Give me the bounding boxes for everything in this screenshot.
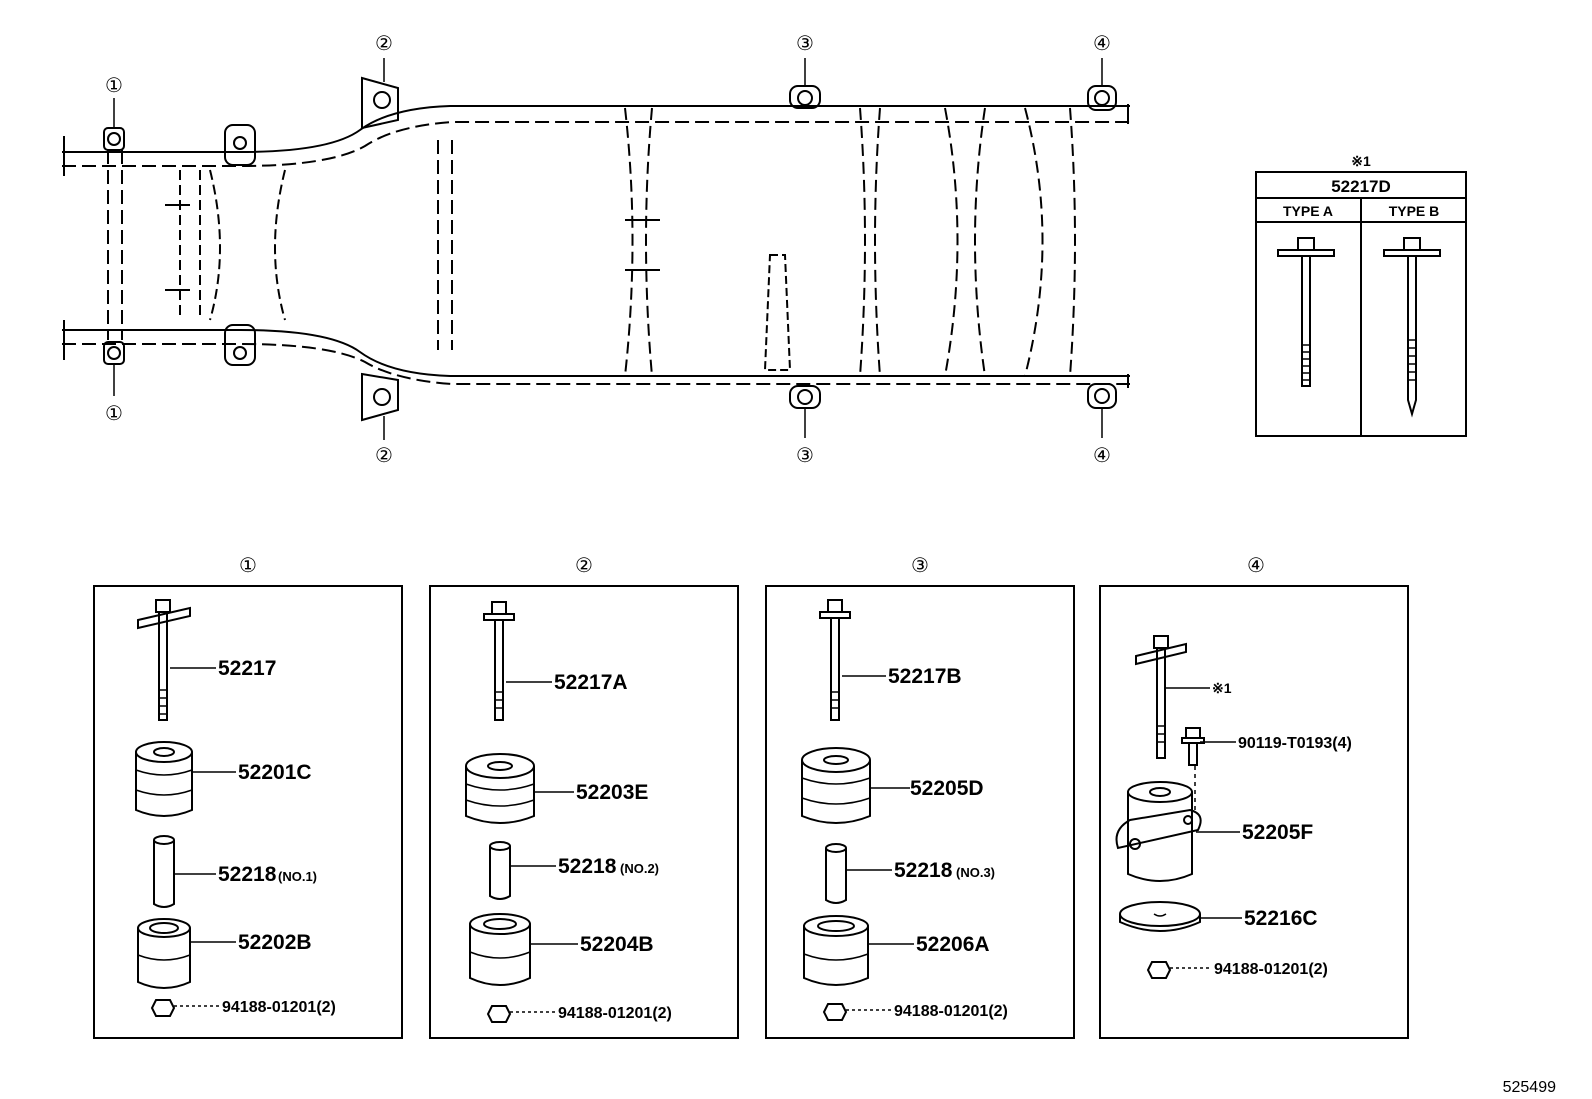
part-52216c: 52216C	[1244, 907, 1318, 930]
part-52218-no3: 52218	[894, 859, 953, 882]
chassis-frame	[62, 58, 1130, 440]
small-bolt-icon	[1181, 727, 1205, 766]
part-mark-1: ※1	[1212, 680, 1232, 696]
mount-bracket-3-upper	[789, 85, 821, 109]
callout-2-lower: ②	[375, 445, 393, 467]
callout-4-upper: ④	[1093, 33, 1111, 55]
inset-type-b-label: TYPE B	[1389, 203, 1440, 219]
body-mount-bolt-icon	[1135, 635, 1187, 759]
part-52205f: 52205F	[1242, 821, 1313, 844]
part-94188-g1: 94188-01201(2)	[222, 999, 336, 1016]
group-4-label: ④	[1247, 555, 1265, 577]
part-52206a: 52206A	[916, 933, 990, 956]
body-mount-bolt-icon	[483, 601, 515, 721]
group-2-label: ②	[575, 555, 593, 577]
mount-cushion-icon	[1115, 781, 1202, 882]
part-52218-no2-note: (NO.2)	[620, 861, 659, 876]
part-52218-no1: 52218	[218, 863, 277, 886]
inset-type-a-label: TYPE A	[1283, 203, 1333, 219]
mount-bracket-2-lower	[361, 372, 399, 422]
mount-bracket-1-upper	[103, 127, 125, 151]
retainer-washer-icon	[1119, 901, 1201, 932]
part-52218-no3-note: (NO.3)	[956, 865, 995, 880]
part-52217a: 52217A	[554, 671, 628, 694]
part-52205d: 52205D	[910, 777, 984, 800]
group-1-label: ①	[239, 555, 257, 577]
bolt-type-inset	[1255, 171, 1467, 437]
group-2-parts	[465, 601, 578, 1023]
inset-mark: ※1	[1351, 153, 1371, 169]
group-4-parts	[1115, 635, 1242, 979]
group-3-parts	[801, 599, 914, 1021]
part-94188-g2: 94188-01201(2)	[558, 1005, 672, 1022]
nut-icon	[150, 999, 176, 1017]
part-52202b: 52202B	[238, 931, 312, 954]
mount-bracket-3-lower	[789, 385, 821, 409]
part-52201c: 52201C	[238, 761, 312, 784]
callout-3-lower: ③	[796, 445, 814, 467]
nut-icon	[1146, 961, 1172, 979]
upper-cushion-icon	[135, 741, 193, 817]
callout-4-lower: ④	[1093, 445, 1111, 467]
part-52217: 52217	[218, 657, 276, 680]
part-52203e: 52203E	[576, 781, 648, 804]
group-boxes	[93, 585, 1409, 1039]
spacer-collar-icon	[489, 841, 511, 900]
callout-2-upper: ②	[375, 33, 393, 55]
mount-bracket-1-lower	[103, 341, 125, 365]
bolt-type-b-icon	[1383, 237, 1441, 418]
lower-cushion-icon	[803, 915, 869, 986]
figure-number: 525499	[1503, 1079, 1556, 1096]
mount-bracket-2-upper	[361, 76, 399, 130]
lower-cushion-icon	[137, 918, 191, 989]
callout-1-lower: ①	[105, 403, 123, 425]
body-mount-bolt-icon	[137, 599, 191, 721]
upper-cushion-icon	[801, 747, 871, 824]
callout-3-upper: ③	[796, 33, 814, 55]
part-52204b: 52204B	[580, 933, 654, 956]
spacer-collar-icon	[153, 835, 175, 908]
nut-icon	[822, 1003, 848, 1021]
body-mount-bolt-icon	[819, 599, 851, 721]
mount-bracket-4-lower	[1087, 383, 1117, 409]
part-52217b: 52217B	[888, 665, 962, 688]
part-52218-no2: 52218	[558, 855, 617, 878]
nut-icon	[486, 1005, 512, 1023]
group-1-parts	[135, 599, 236, 1017]
inset-part-number: 52217D	[1331, 177, 1391, 196]
lower-cushion-icon	[469, 913, 531, 986]
bolt-type-a-icon	[1277, 237, 1335, 387]
part-94188-g3: 94188-01201(2)	[894, 1003, 1008, 1020]
callout-1-upper: ①	[105, 75, 123, 97]
upper-cushion-icon	[465, 753, 535, 824]
spacer-collar-icon	[825, 843, 847, 904]
part-90119-t0193: 90119-T0193(4)	[1238, 735, 1352, 752]
part-94188-g4: 94188-01201(2)	[1214, 961, 1328, 978]
group-3-label: ③	[911, 555, 929, 577]
part-52218-no1-note: (NO.1)	[278, 869, 317, 884]
